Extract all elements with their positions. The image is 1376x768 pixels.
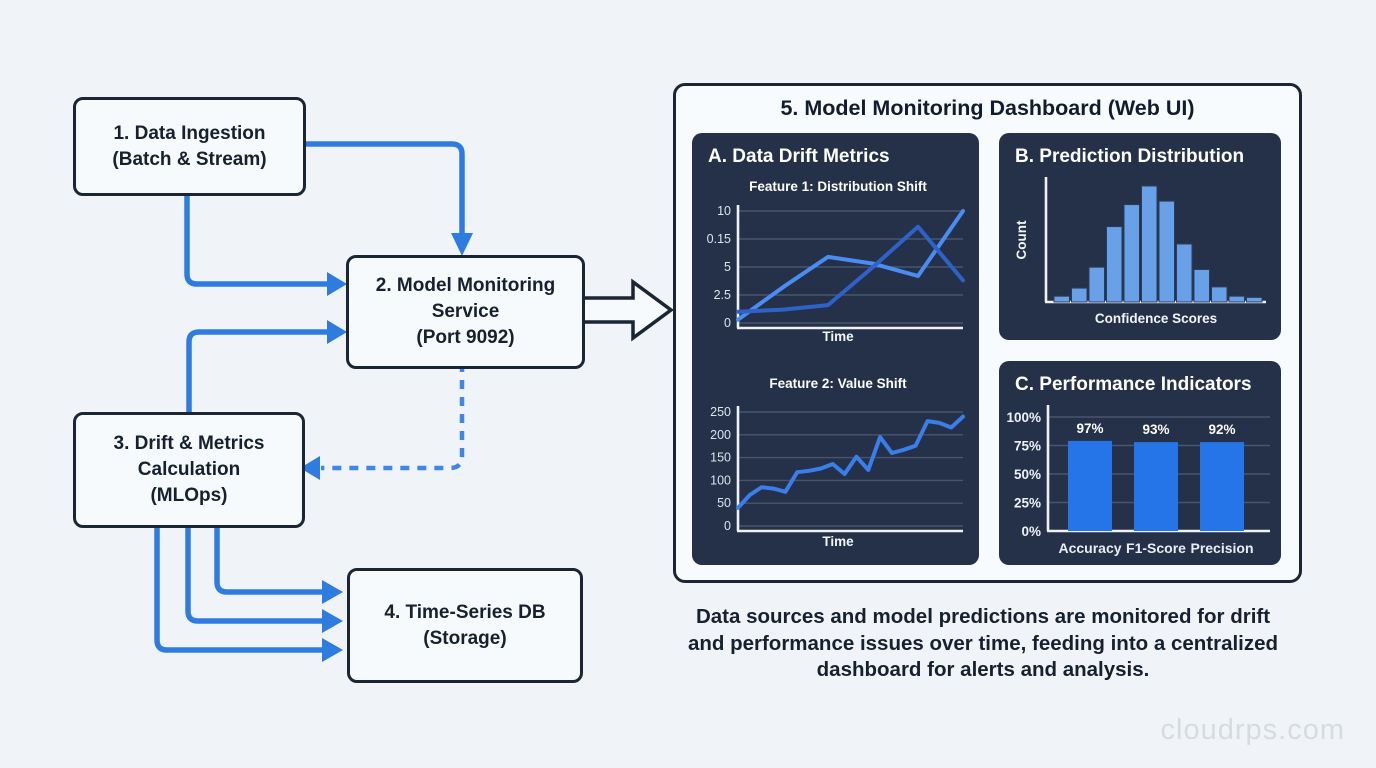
connector-drift-to-tsdb-2 — [185, 519, 327, 624]
svg-text:50: 50 — [717, 496, 731, 510]
connector-ingestion-to-monitoring-left — [184, 187, 331, 287]
svg-text:100: 100 — [710, 473, 731, 487]
svg-text:97%: 97% — [1076, 421, 1103, 436]
arrowhead-right-icon — [322, 638, 343, 662]
svg-text:0.15: 0.15 — [707, 232, 731, 246]
connector-monitoring-to-drift-dashed — [321, 363, 465, 471]
svg-text:Precision: Precision — [1190, 540, 1253, 556]
dashboard-title: 5. Model Monitoring Dashboard (Web UI) — [780, 96, 1195, 120]
svg-text:Time: Time — [822, 329, 854, 344]
svg-text:Time: Time — [822, 534, 854, 549]
chart-feature2-value-shift: Feature 2: Value Shift 250 200 150 100 50 0Tim… — [710, 376, 965, 549]
panel-a-title: A. Data Drift Metrics — [708, 146, 890, 167]
svg-text:2.5: 2.5 — [714, 288, 731, 302]
svg-text:10: 10 — [717, 204, 731, 218]
flow-box-model-monitoring-service: 2. Model Monitoring Service (Port 9092) — [346, 255, 585, 369]
diagram-caption: Data sources and model predictions are m… — [687, 605, 1279, 681]
connector-drift-to-monitoring — [186, 329, 331, 416]
flow-box-label: 2. Model Monitoring Service (Port 9092) — [375, 275, 556, 348]
svg-text:75%: 75% — [1014, 439, 1041, 454]
connector-ingestion-to-monitoring-top — [297, 141, 465, 236]
svg-text:150: 150 — [710, 451, 731, 465]
svg-text:50%: 50% — [1014, 467, 1041, 482]
svg-text:F1-Score: F1-Score — [1126, 540, 1186, 556]
panel-c-title: C. Performance Indicators — [1015, 374, 1252, 395]
arrowhead-down-icon — [451, 233, 473, 256]
chart-performance-bars: 100% 75% 50% 25% 0% 97% Accuracy 93% F1-Score 92%… — [1006, 405, 1270, 556]
svg-text:25%: 25% — [1014, 496, 1041, 511]
connector-drift-to-tsdb-1 — [214, 519, 327, 595]
flow-box-label: 1. Data Ingestion (Batch & Stream) — [112, 122, 267, 170]
svg-text:0: 0 — [724, 316, 731, 330]
panel-performance-indicators: C. Performance Indicators 100% 75% 50% 25% 0… — [999, 361, 1281, 565]
watermark-text: cloudrps.com — [1160, 714, 1345, 746]
arrowhead-right-icon — [322, 609, 343, 633]
chart-feature1-distribution-shift: Feature 1: Distribution Shift 10 0.15 5 2.5 0… — [707, 179, 965, 344]
svg-text:93%: 93% — [1142, 422, 1169, 437]
connector-drift-to-tsdb-3 — [154, 519, 327, 653]
svg-text:Confidence Scores: Confidence Scores — [1095, 311, 1217, 326]
arrowhead-right-icon — [327, 320, 347, 344]
svg-text:200: 200 — [710, 428, 731, 442]
arrowhead-left-icon — [300, 456, 320, 480]
flow-box-data-ingestion: 1. Data Ingestion (Batch & Stream) — [73, 97, 306, 196]
flow-box-label: 3. Drift & Metrics Calculation (MLOps) — [113, 433, 265, 506]
svg-text:92%: 92% — [1208, 422, 1235, 437]
arrowhead-right-icon — [322, 580, 343, 604]
svg-text:Accuracy: Accuracy — [1058, 540, 1121, 556]
svg-text:5: 5 — [724, 260, 731, 274]
svg-text:0%: 0% — [1021, 524, 1041, 539]
svg-text:Count: Count — [1014, 220, 1029, 259]
big-hollow-arrow-icon — [580, 278, 674, 342]
dashboard-panel: 5. Model Monitoring Dashboard (Web UI) A… — [673, 83, 1302, 583]
panel-data-drift-metrics: A. Data Drift Metrics Feature 1: Distrib… — [692, 133, 979, 565]
flow-box-time-series-db: 4. Time-Series DB (Storage) — [347, 568, 583, 683]
flow-box-drift-metrics-calculation: 3. Drift & Metrics Calculation (MLOps) — [73, 412, 305, 528]
svg-text:250: 250 — [710, 405, 731, 419]
flow-box-label: 4. Time-Series DB (Storage) — [384, 601, 546, 649]
svg-text:0: 0 — [724, 519, 731, 533]
panel-b-title: B. Prediction Distribution — [1015, 146, 1245, 167]
svg-text:Feature 1: Distribution Shift: Feature 1: Distribution Shift — [749, 179, 927, 194]
arrowhead-right-icon — [327, 272, 347, 296]
svg-text:Feature 2: Value Shift: Feature 2: Value Shift — [769, 376, 907, 391]
svg-text:100%: 100% — [1006, 410, 1041, 425]
